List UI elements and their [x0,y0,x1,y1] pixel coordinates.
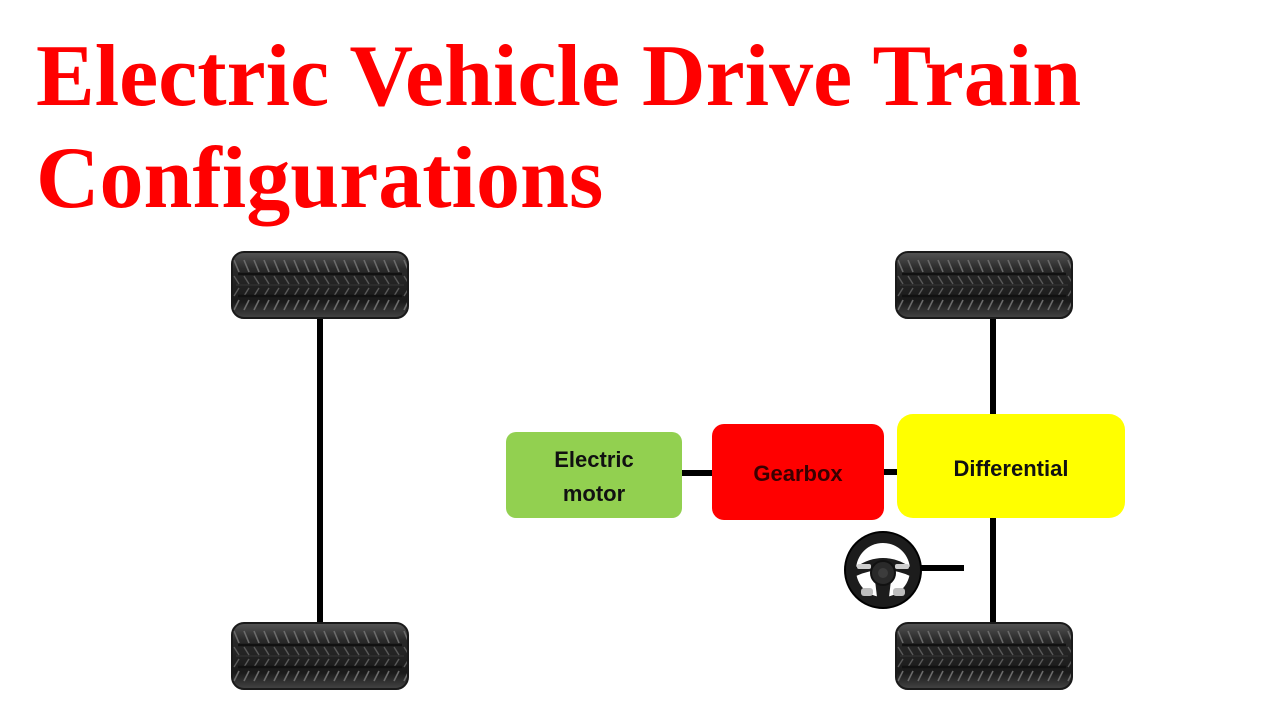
electric-motor-block: Electric motor [506,432,682,518]
tire-icon [894,621,1074,691]
tire-icon [230,621,410,691]
differential-block: Differential [897,414,1125,518]
motor-label-line-1: Electric [554,447,634,472]
differential-label: Differential [954,456,1069,481]
tire-icon [230,250,410,320]
tire-icon [894,250,1074,320]
diagram-title: Electric Vehicle Drive Train Configurati… [36,26,1081,230]
gearbox-block: Gearbox [712,424,884,520]
gearbox-label: Gearbox [753,461,843,486]
title-line-2: Configurations [36,130,604,227]
steering-wheel-icon [844,531,922,609]
motor-label-line-2: motor [563,481,626,506]
title-line-1: Electric Vehicle Drive Train [36,28,1082,125]
